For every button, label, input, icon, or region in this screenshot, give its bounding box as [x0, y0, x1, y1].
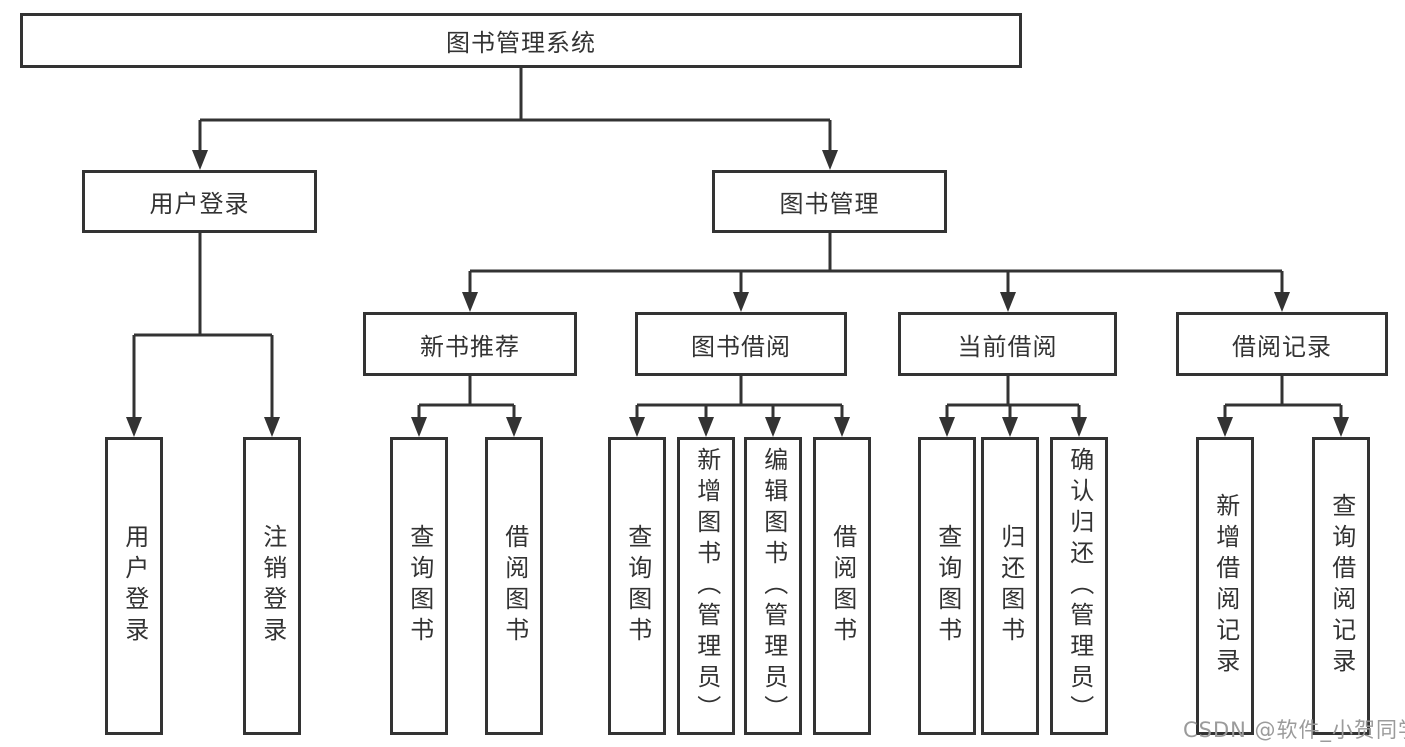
- leaf-label: 查询图书: [405, 524, 434, 648]
- arrowhead-icon: [126, 417, 142, 437]
- arrowhead-icon: [834, 417, 850, 437]
- leaf-label: 借阅图书: [500, 524, 529, 648]
- connector-path: [132, 68, 1343, 423]
- arrowhead-icon: [462, 292, 478, 312]
- node-label: 图书管理: [779, 190, 880, 218]
- arrowhead-icon: [939, 417, 955, 437]
- leaf-label: 借阅图书: [828, 524, 857, 648]
- arrowhead-icon: [192, 150, 208, 170]
- leaf-label: 归还图书: [996, 524, 1025, 648]
- arrowhead-icon: [1002, 417, 1018, 437]
- leaf-add-borrow-record: 新增借阅记录: [1196, 437, 1254, 735]
- node-book-management: 图书管理: [712, 170, 947, 233]
- leaf-label: 查询图书: [623, 524, 652, 648]
- arrowhead-icon: [1274, 292, 1290, 312]
- node-borrowing-records: 借阅记录: [1176, 312, 1388, 376]
- leaf-add-book-admin: 新增图书（管理员）: [677, 437, 735, 735]
- leaf-label: 编辑图书（管理员）: [759, 446, 788, 726]
- leaf-label: 用户登录: [120, 524, 149, 648]
- leaf-query-books-current: 查询图书: [918, 437, 976, 735]
- node-library-system: 图书管理系统: [20, 13, 1022, 68]
- leaf-confirm-return-admin: 确认归还（管理员）: [1050, 437, 1108, 735]
- arrowhead-icon: [733, 292, 749, 312]
- node-label: 当前借阅: [957, 332, 1058, 361]
- arrowhead-icon: [765, 417, 781, 437]
- leaf-return-book: 归还图书: [981, 437, 1039, 735]
- leaf-edit-book-admin: 编辑图书（管理员）: [744, 437, 802, 735]
- leaf-label: 新增图书（管理员）: [692, 446, 721, 726]
- arrowhead-icon: [1071, 417, 1087, 437]
- leaf-borrow-books-borrowing: 借阅图书: [813, 437, 871, 735]
- leaf-borrow-books-recommend: 借阅图书: [485, 437, 543, 735]
- leaf-query-books-borrowing: 查询图书: [608, 437, 666, 735]
- arrowhead-icon: [1333, 417, 1349, 437]
- leaf-logout: 注销登录: [243, 437, 301, 735]
- node-current-borrowing: 当前借阅: [898, 312, 1117, 376]
- csdn-watermark: CSDN @软件_小贺同学: [1183, 718, 1405, 742]
- node-label: 新书推荐: [420, 332, 520, 361]
- arrowhead-icon: [698, 417, 714, 437]
- arrowhead-icon: [1000, 292, 1016, 312]
- node-user-login: 用户登录: [82, 170, 317, 233]
- arrowhead-icon: [506, 417, 522, 437]
- leaf-label: 注销登录: [258, 524, 287, 648]
- arrowhead-icon: [629, 417, 645, 437]
- node-label: 图书管理系统: [446, 29, 596, 57]
- leaf-label: 查询图书: [933, 524, 962, 648]
- arrowhead-icon: [264, 417, 280, 437]
- arrowheads: [126, 150, 1349, 437]
- leaf-user-login: 用户登录: [105, 437, 163, 735]
- leaf-query-books-recommend: 查询图书: [390, 437, 448, 735]
- arrowhead-icon: [1217, 417, 1233, 437]
- leaf-label: 新增借阅记录: [1211, 493, 1240, 679]
- leaf-label: 确认归还（管理员）: [1065, 446, 1094, 726]
- node-new-book-recommendation: 新书推荐: [363, 312, 577, 376]
- arrowhead-icon: [822, 150, 838, 170]
- node-book-borrowing: 图书借阅: [635, 312, 847, 376]
- arrowhead-icon: [411, 417, 427, 437]
- leaf-label: 查询借阅记录: [1327, 493, 1356, 679]
- node-label: 用户登录: [149, 190, 250, 218]
- node-label: 借阅记录: [1232, 332, 1332, 361]
- leaf-query-borrow-record: 查询借阅记录: [1312, 437, 1370, 735]
- node-label: 图书借阅: [691, 332, 791, 361]
